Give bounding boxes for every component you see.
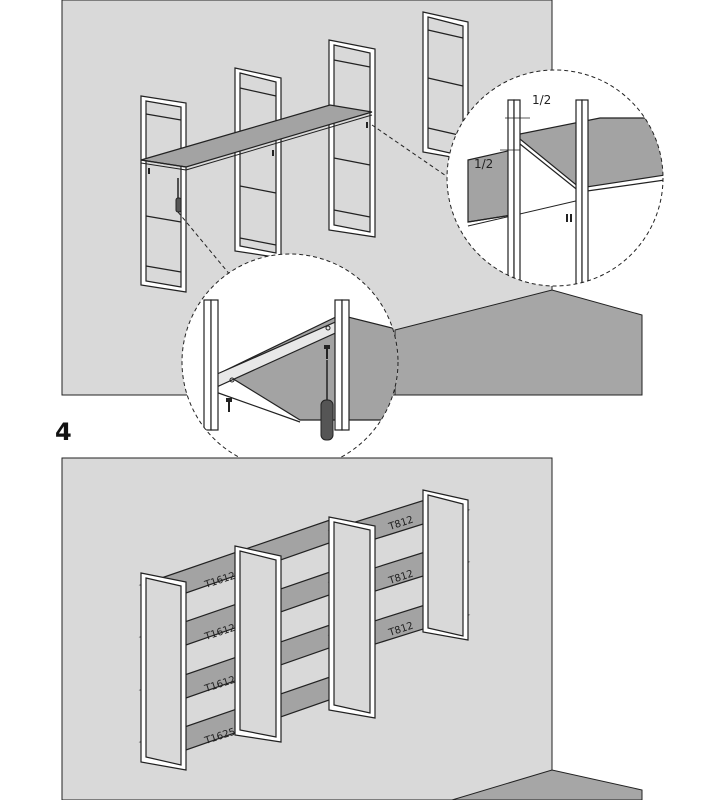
leader-line-2 bbox=[177, 211, 237, 283]
screwdriver-icon-small bbox=[175, 178, 182, 213]
screw-icon-detail-2 bbox=[226, 398, 232, 412]
wall-bottom bbox=[61, 457, 553, 800]
frame-b4 bbox=[422, 489, 469, 641]
leader-line-1 bbox=[371, 124, 453, 181]
frame-b2 bbox=[234, 545, 282, 743]
detail-circle-screw bbox=[181, 253, 399, 471]
screw-icons-top bbox=[148, 122, 368, 174]
gap-dimension-top: 1/2 bbox=[532, 93, 551, 107]
frame-1 bbox=[140, 95, 187, 293]
bottom-scene: T1612 T1612 T1612 T1625 T812 T812 T812 bbox=[61, 457, 643, 800]
floor-bottom bbox=[451, 769, 643, 800]
frame-2 bbox=[234, 67, 282, 259]
frame-4 bbox=[422, 11, 469, 161]
frame-b3 bbox=[328, 516, 376, 719]
gap-dimension-left: 1/2 bbox=[474, 157, 493, 171]
frame-3 bbox=[328, 39, 376, 238]
screw-icon-detail bbox=[324, 345, 330, 359]
frame-b1 bbox=[140, 572, 187, 771]
screwdriver-icon bbox=[320, 360, 334, 441]
step-number: 4 bbox=[55, 418, 72, 446]
detail-circle-gap: 1/2 1/2 bbox=[446, 69, 664, 287]
